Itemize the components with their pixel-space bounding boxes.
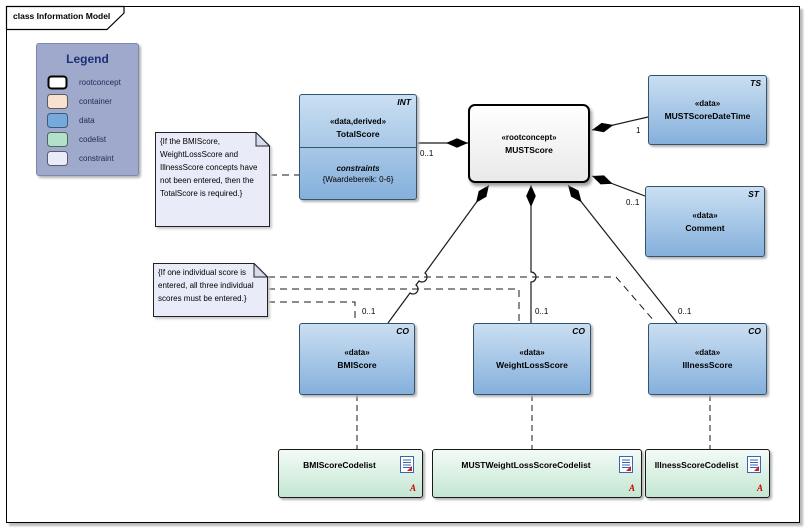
legend-item-label: container [79,96,112,106]
legend-item-data: data [47,112,121,128]
stereotype: «data» [344,348,370,357]
edge-comment-mustscore [591,175,646,197]
legend-panel: Legend rootconcept container data [36,43,139,176]
codelist-box-bmiscorecodelist[interactable]: BMIScoreCodelist A [278,449,423,498]
datatype-code: TS [750,78,761,88]
codelist-badge: A [409,483,416,493]
class-name: IllnessScore [682,360,733,370]
class-name: MUSTScoreDateTime [664,111,751,121]
datatype-code: INT [397,97,411,107]
legend-item-codelist: codelist [47,131,121,147]
codelist-box-mustweightlossscorecodelist[interactable]: MUSTWeightLossScoreCodelist A [432,449,642,498]
legend-title: Legend [66,52,109,66]
codelist-swatch-icon [47,131,68,147]
multiplicity-illnessscore: 0..1 [678,307,692,316]
datatype-code: CO [748,326,761,336]
edge-weightlossscore-mustscore [526,185,537,323]
constraint-swatch-icon [47,150,68,166]
frame-title-tab [5,5,125,31]
class-name: BMIScore [337,360,377,370]
codelist-name: BMIScoreCodelist [303,460,376,470]
legend-items: rootconcept container data codelist [47,75,121,166]
stereotype: «data,derived» [329,117,387,126]
note-text: {If one individual score is entered, all… [158,268,254,303]
stereotype: «data» [694,348,721,357]
constraint-note-totalscore[interactable]: {If the BMIScore, WeightLossScore and Il… [155,132,270,227]
constraints-label: constraints [336,163,380,173]
class-box-bmiscore[interactable]: CO «data» BMIScore [299,323,415,395]
notelink-weightlossscore [268,288,520,323]
legend-item-constraint: constraint [47,150,121,166]
class-name: TotalScore [336,129,380,139]
stereotype: «data» [694,99,721,108]
datatype-code: CO [572,326,585,336]
legend-item-label: rootconcept [79,77,121,87]
note-text: {If the BMIScore, WeightLossScore and Il… [160,137,258,198]
note-shape [155,132,270,227]
stereotype: «data» [519,348,545,357]
notelink-illnessscore [268,276,656,323]
notelink-bmiscore [268,301,356,323]
frame-title: class Information Model [13,11,111,21]
datatype-code: CO [396,326,409,336]
class-box-totalscore[interactable]: INT «data,derived» TotalScore constraint… [299,94,417,200]
codelist-badge: A [756,483,763,493]
legend-item-label: codelist [79,134,107,144]
codelist-badge: A [628,483,635,493]
multiplicity-comment: 0..1 [626,198,640,207]
class-name: WeightLossScore [496,360,568,370]
multiplicity-weightlossscore: 0..1 [535,307,549,316]
multiplicity-mustscoredatetime: 1 [636,126,641,135]
legend-item-rootconcept: rootconcept [47,75,121,89]
codelist-name: MUSTWeightLossScoreCodelist [461,460,591,470]
legend-item-label: constraint [79,153,114,163]
data-swatch-icon [47,112,68,128]
codelist-document-icon [400,456,414,473]
class-name: MUSTScore [505,144,553,155]
codelist-name: IllnessScoreCodelist [654,460,739,470]
codelist-document-icon [619,456,633,473]
stereotype: «data» [692,210,718,220]
class-box-mustscore[interactable]: «rootconcept» MUSTScore [468,104,590,183]
totalscore-name-compartment: INT «data,derived» TotalScore [300,95,416,148]
legend-item-container: container [47,93,121,109]
edge-illnessscore-mustscore [567,184,678,324]
class-name: Comment [685,222,725,233]
legend-item-label: data [79,115,95,125]
codelist-box-illnessscorecodelist[interactable]: IllnessScoreCodelist A [645,449,770,498]
stereotype: «rootconcept» [501,132,557,142]
codelist-document-icon [747,456,761,473]
class-box-mustscoredatetime[interactable]: TS «data» MUSTScoreDateTime [648,75,767,145]
totalscore-constraints-compartment: constraints {Waardebereik: 0-6} [300,148,416,199]
edge-bmiscore-mustscore [387,184,490,324]
edge-mustscoredatetime-mustscore [591,116,649,133]
class-box-illnessscore[interactable]: CO «data» IllnessScore [648,323,767,395]
class-box-weightlossscore[interactable]: CO «data» WeightLossScore [473,323,591,395]
multiplicity-bmiscore: 0..1 [362,307,376,316]
multiplicity-totalscore: 0..1 [420,149,434,158]
container-swatch-icon [47,93,68,109]
note-shape [153,263,268,317]
constraint-value: {Waardebereik: 0-6} [322,174,394,184]
constraint-note-individual-scores[interactable]: {If one individual score is entered, all… [153,263,268,317]
rootconcept-swatch-icon [47,75,68,89]
class-box-comment[interactable]: ST «data» Comment [645,186,765,257]
datatype-code: ST [748,189,759,199]
